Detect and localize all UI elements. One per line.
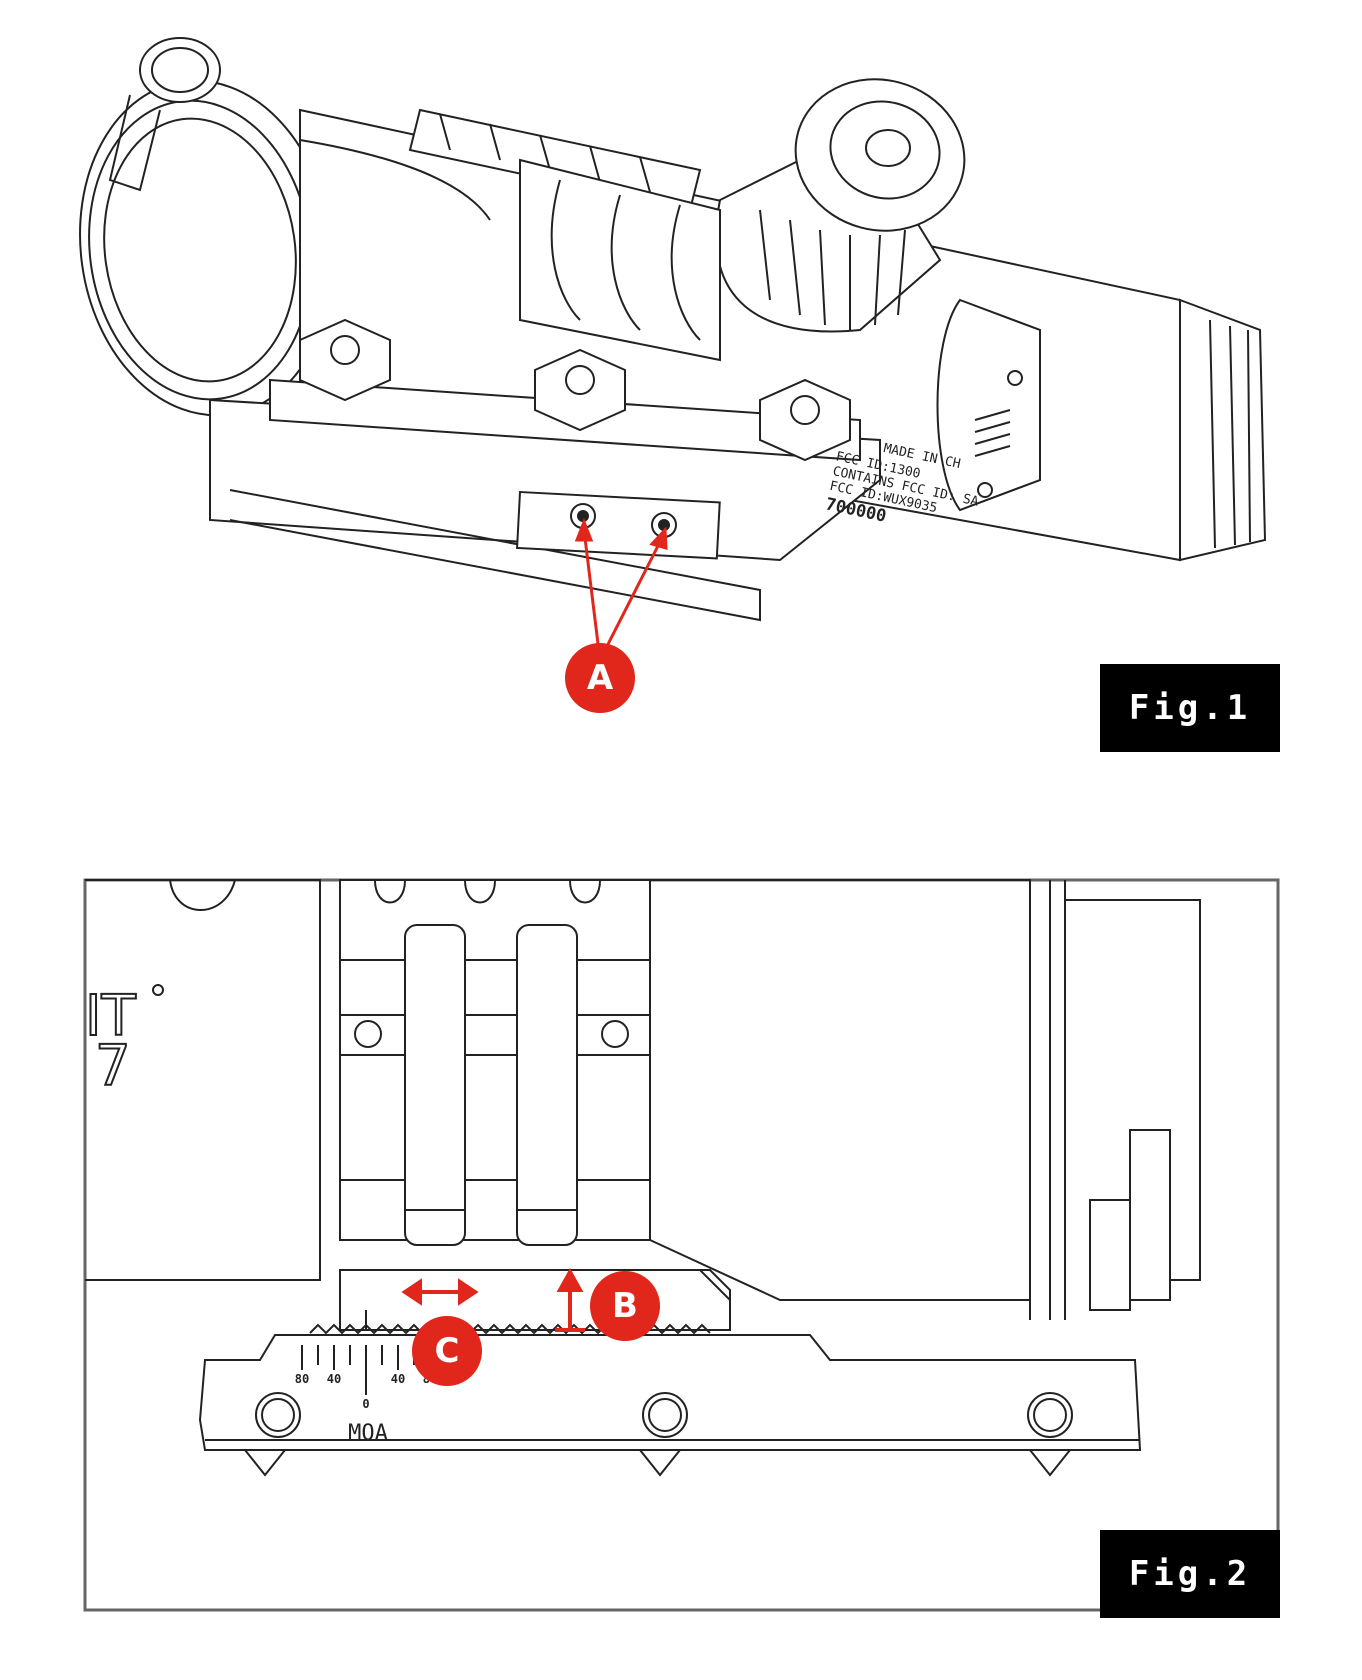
pin-right bbox=[601, 1020, 629, 1048]
mount-rings bbox=[519, 158, 721, 362]
slot-right bbox=[516, 924, 578, 1246]
hex-bolt-1 bbox=[299, 318, 391, 402]
fig2-drawing: IT 7 80 40 0 40 80 MOA bbox=[83, 878, 1280, 1612]
slider-block bbox=[339, 1269, 731, 1331]
side-text-bottom: 7 bbox=[95, 1034, 131, 1099]
center-block bbox=[339, 879, 651, 1241]
side-text-top: IT bbox=[85, 984, 137, 1049]
scale-tick-label-4: 40 bbox=[391, 1372, 405, 1386]
scale-tick-label-1: 80 bbox=[295, 1372, 309, 1386]
hex-bolt-3 bbox=[759, 378, 851, 462]
scale-unit-label: MOA bbox=[348, 1421, 388, 1446]
hex-bolt-2 bbox=[534, 348, 626, 432]
callout-b: B bbox=[590, 1271, 660, 1341]
callout-a: A bbox=[565, 643, 635, 713]
pin-left bbox=[354, 1020, 382, 1048]
callout-c: C bbox=[412, 1316, 482, 1386]
adjustment-slot bbox=[516, 490, 721, 560]
fig1-drawing: MADE IN CH FCC ID:1300 CONTAINS FCC ID: … bbox=[79, 37, 1267, 661]
fig2-frame bbox=[83, 878, 1280, 1612]
leader-line-a-left bbox=[582, 529, 602, 661]
scale-tick-label-2: 40 bbox=[327, 1372, 341, 1386]
battery-cap bbox=[936, 298, 1041, 512]
fig1-label: Fig.1 bbox=[1100, 664, 1280, 752]
slot-left bbox=[404, 924, 466, 1246]
leader-line-a-right bbox=[598, 537, 664, 661]
eyepiece bbox=[1179, 298, 1267, 562]
scale-tick-label-3: 0 bbox=[362, 1397, 369, 1411]
fig2-label: Fig.2 bbox=[1100, 1530, 1280, 1618]
